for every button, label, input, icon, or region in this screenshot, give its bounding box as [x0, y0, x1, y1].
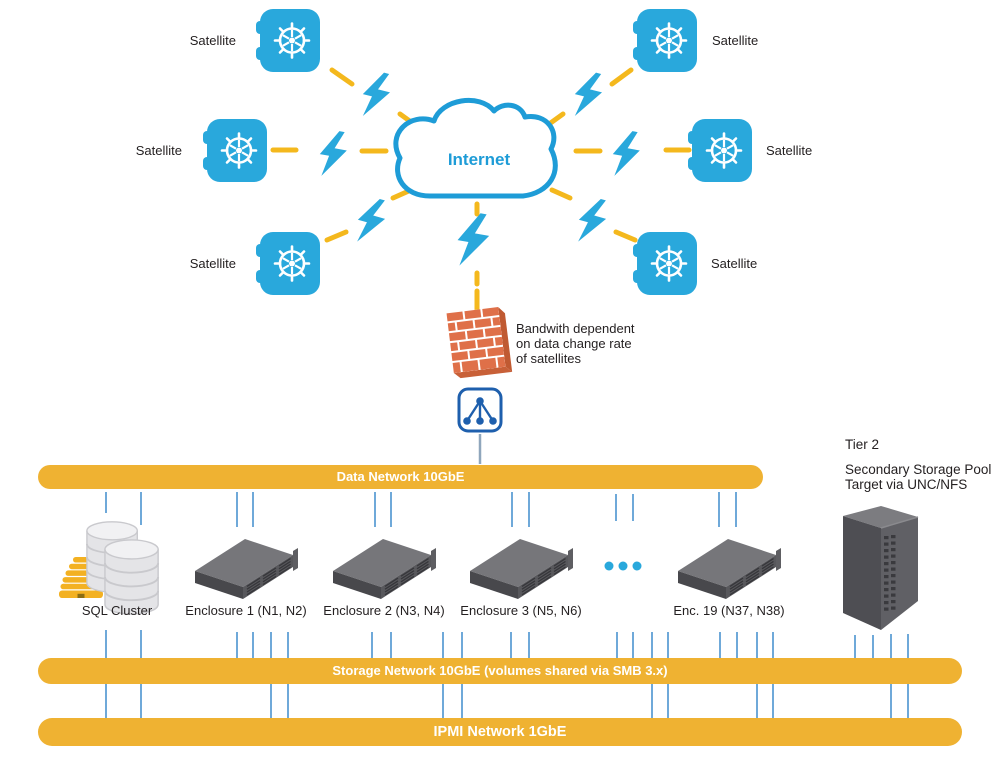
internet-label: Internet	[447, 150, 511, 169]
tier2-subtitle: Secondary Storage Pool Target via UNC/NF…	[845, 462, 991, 492]
enclosure-2-server-icon	[332, 538, 437, 600]
enclosure-3-label: Enclosure 3 (N5, N6)	[460, 603, 582, 618]
satellite-vault-icon	[254, 7, 322, 74]
satellite-label: Satellite	[189, 33, 236, 48]
storage-network-bar: Storage Network 10GbE (volumes shared vi…	[38, 658, 962, 684]
enclosure-2-label: Enclosure 2 (N3, N4)	[323, 603, 445, 618]
sql-cluster-label: SQL Cluster	[81, 603, 153, 618]
satellite-label: Satellite	[189, 256, 236, 271]
tier2-title: Tier 2	[845, 437, 880, 452]
satellite-label: Satellite	[135, 143, 182, 158]
enclosure-1-server-icon	[194, 538, 299, 600]
internet-cloud	[393, 97, 558, 199]
firewall-icon	[446, 307, 513, 379]
sql-cluster-icon	[59, 520, 160, 615]
satellite-vault-icon	[254, 230, 322, 297]
satellite-label: Satellite	[712, 33, 759, 48]
satellite-vault-icon	[631, 7, 699, 74]
more-enclosures-ellipsis	[604, 561, 642, 571]
firewall-note: Bandwith dependent on data change rate o…	[516, 321, 635, 366]
satellite-vault-icon	[686, 117, 754, 184]
enclosure-1-label: Enclosure 1 (N1, N2)	[185, 603, 307, 618]
enclosure-19-label: Enc. 19 (N37, N38)	[673, 603, 785, 618]
tier2-storage-rack-icon	[843, 506, 919, 630]
switch-icon	[457, 387, 503, 464]
satellite-label: Satellite	[711, 256, 758, 271]
enclosure-19-server-icon	[677, 538, 782, 600]
satellite-vault-icon	[631, 230, 699, 297]
satellite-label: Satellite	[766, 143, 813, 158]
data-network-bar: Data Network 10GbE	[38, 465, 763, 489]
satellite-vault-icon	[201, 117, 269, 184]
enclosure-3-server-icon	[469, 538, 574, 600]
ipmi-network-bar: IPMI Network 1GbE	[38, 718, 962, 746]
connection-dashes	[270, 67, 692, 313]
